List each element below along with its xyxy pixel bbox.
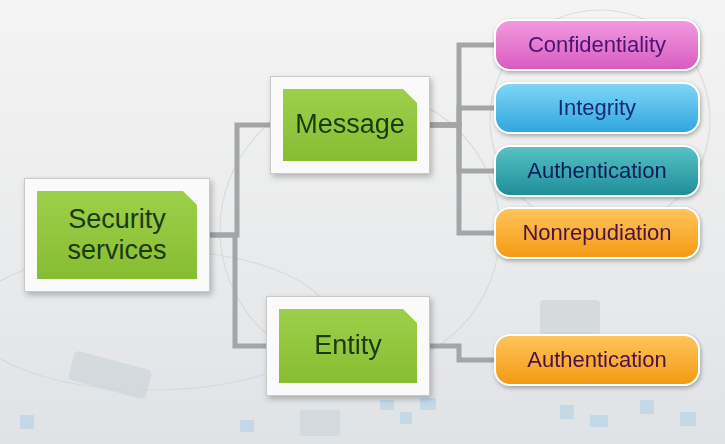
deco-tile (680, 412, 696, 426)
deco-tile (640, 400, 654, 414)
service-pill: Authentication (494, 334, 700, 386)
tree-connector (430, 108, 494, 125)
tree-connector (430, 45, 494, 125)
pill-label: Authentication (527, 159, 666, 183)
deco-envelope (300, 410, 340, 436)
deco-tile (420, 398, 436, 410)
box-label: Security services (37, 204, 197, 266)
service-pill: Confidentiality (494, 19, 700, 71)
deco-tile (560, 405, 574, 419)
deco-tile (20, 415, 34, 429)
box-label: Entity (314, 330, 382, 361)
green-panel: Security services (37, 191, 197, 279)
tree-connector (430, 125, 494, 233)
pill-label: Integrity (558, 96, 636, 120)
green-panel: Message (283, 89, 417, 161)
tree-connector (430, 125, 494, 171)
category-box: Security services (24, 178, 210, 292)
deco-tile (240, 420, 254, 432)
tree-connector (430, 346, 494, 360)
service-pill: Nonrepudiation (494, 207, 700, 259)
pill-label: Authentication (527, 348, 666, 372)
green-panel: Entity (279, 309, 417, 383)
category-box: Entity (266, 296, 430, 396)
tree-connector (210, 125, 270, 235)
tree-connector (210, 235, 266, 346)
deco-arc (490, 10, 710, 230)
deco-phone (67, 350, 152, 400)
deco-tile (380, 400, 394, 410)
box-label: Message (295, 109, 405, 140)
deco-tile (400, 412, 412, 424)
service-pill: Integrity (494, 82, 700, 134)
pill-label: Confidentiality (528, 33, 666, 57)
service-pill: Authentication (494, 145, 700, 197)
pill-label: Nonrepudiation (522, 221, 671, 245)
category-box: Message (270, 76, 430, 174)
deco-tile (590, 415, 608, 427)
